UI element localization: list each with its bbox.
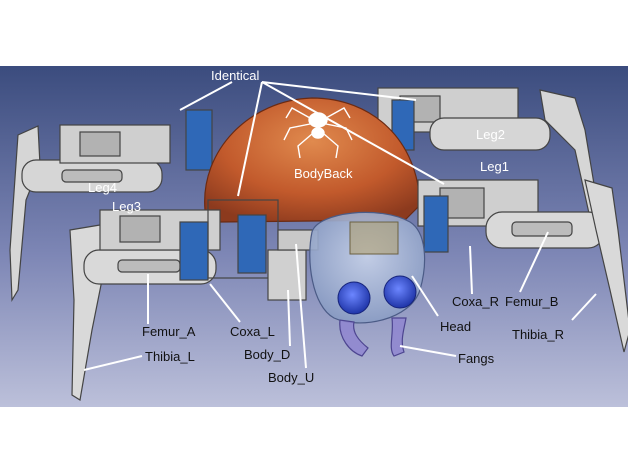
fangs-part [339, 317, 407, 357]
eye-left [337, 281, 371, 315]
label-femur-a: Femur_A [142, 324, 196, 339]
body-d-u-stack [267, 229, 319, 301]
femur-b-slot [511, 221, 573, 237]
label-leg2: Leg2 [476, 127, 505, 142]
leader-femur-b [519, 231, 549, 293]
leader-lines [83, 81, 597, 371]
label-body-d: Body_D [244, 347, 291, 362]
label-bodyback: BodyBack [294, 166, 353, 181]
leg3-coxa-window [119, 215, 161, 243]
leg3-servo-b [237, 214, 267, 274]
leader-thibia-r [571, 293, 597, 321]
femur-a-slot [117, 259, 181, 273]
leader-body-u [295, 243, 307, 369]
leader-identical-right [261, 81, 417, 101]
leader-identical-far [261, 81, 445, 185]
label-body-u: Body_U [268, 370, 315, 385]
label-fangs: Fangs [458, 351, 495, 366]
leader-coxa-r [469, 245, 473, 295]
leader-head [411, 275, 439, 317]
leader-fangs [399, 345, 457, 357]
leg4-femur-slot [61, 169, 123, 183]
leg4-servo [185, 109, 213, 171]
leg4-group [9, 109, 213, 303]
leader-thibia-l [83, 355, 143, 371]
leader-identical-center [237, 81, 263, 197]
leader-identical-left [179, 81, 233, 111]
bodyback-shell [204, 97, 421, 223]
label-coxa-r: Coxa_R [452, 294, 499, 309]
label-leg1: Leg1 [480, 159, 509, 174]
label-leg4: Leg4 [88, 180, 117, 195]
eye-right [383, 275, 417, 309]
label-identical: Identical [211, 68, 260, 83]
leg1-group [417, 179, 628, 353]
label-coxa-l: Coxa_L [230, 324, 275, 339]
label-head: Head [440, 319, 472, 334]
label-femur-b: Femur_B [505, 294, 559, 309]
leader-coxa-l [209, 283, 241, 323]
label-leg3: Leg3 [112, 199, 141, 214]
thibia-r-part [584, 179, 628, 353]
label-thibia-r: Thibia_R [512, 327, 565, 342]
leg2-group [377, 87, 601, 246]
head-inner-board [349, 221, 399, 255]
leader-body-d [287, 289, 291, 347]
leg3-group [69, 199, 279, 401]
leg1-servo [423, 195, 449, 253]
leg2-femur [429, 117, 551, 151]
leg3-servo-a [179, 221, 209, 281]
label-thibia-l: Thibia_L [145, 349, 195, 364]
leg4-coxa-window [79, 131, 121, 157]
